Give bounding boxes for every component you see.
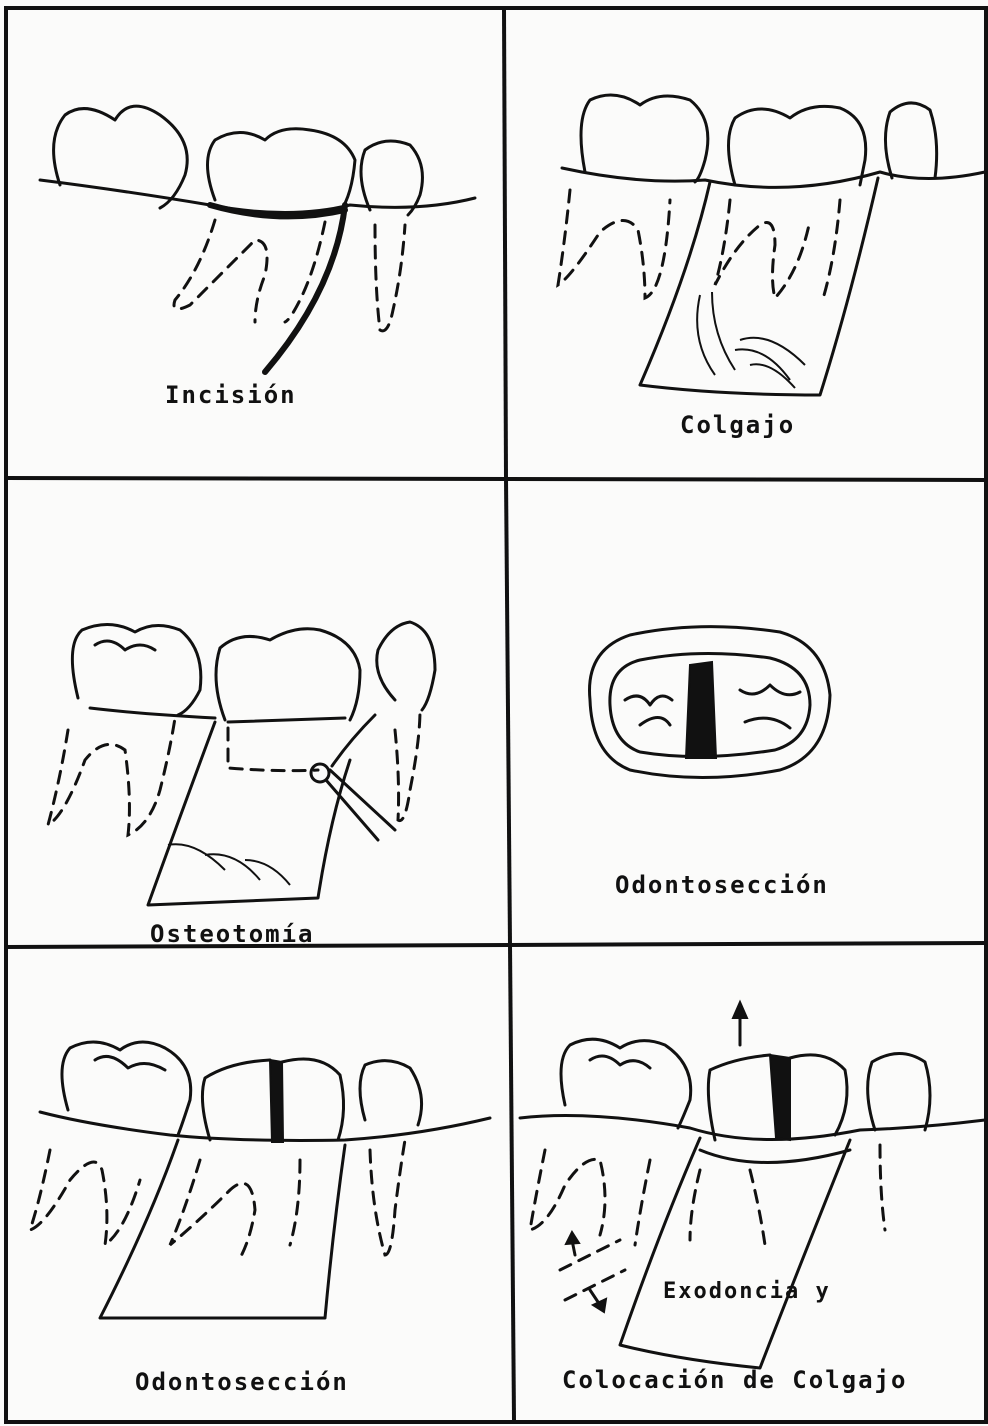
panel-odontoseccion-occlusal-drawing (590, 627, 831, 778)
panel-3-label: Osteotomía (150, 920, 315, 948)
panel-exodoncia-drawing (520, 1002, 985, 1368)
panel-4-label: Odontosección (615, 871, 829, 899)
panel-colgajo-drawing (558, 95, 985, 395)
panel-osteotomia-drawing (48, 622, 435, 905)
panel-1-label: Incisión (165, 381, 297, 409)
panel-2-label: Colgajo (680, 411, 795, 439)
panel-odontoseccion-lateral-drawing (30, 1042, 490, 1318)
panel-incision-drawing (40, 106, 475, 372)
panel-5-label: Odontosección (135, 1368, 349, 1396)
panel-6-label-line1: Exodoncia y (663, 1279, 831, 1304)
panel-6-label-line2: Colocación de Colgajo (562, 1366, 907, 1394)
